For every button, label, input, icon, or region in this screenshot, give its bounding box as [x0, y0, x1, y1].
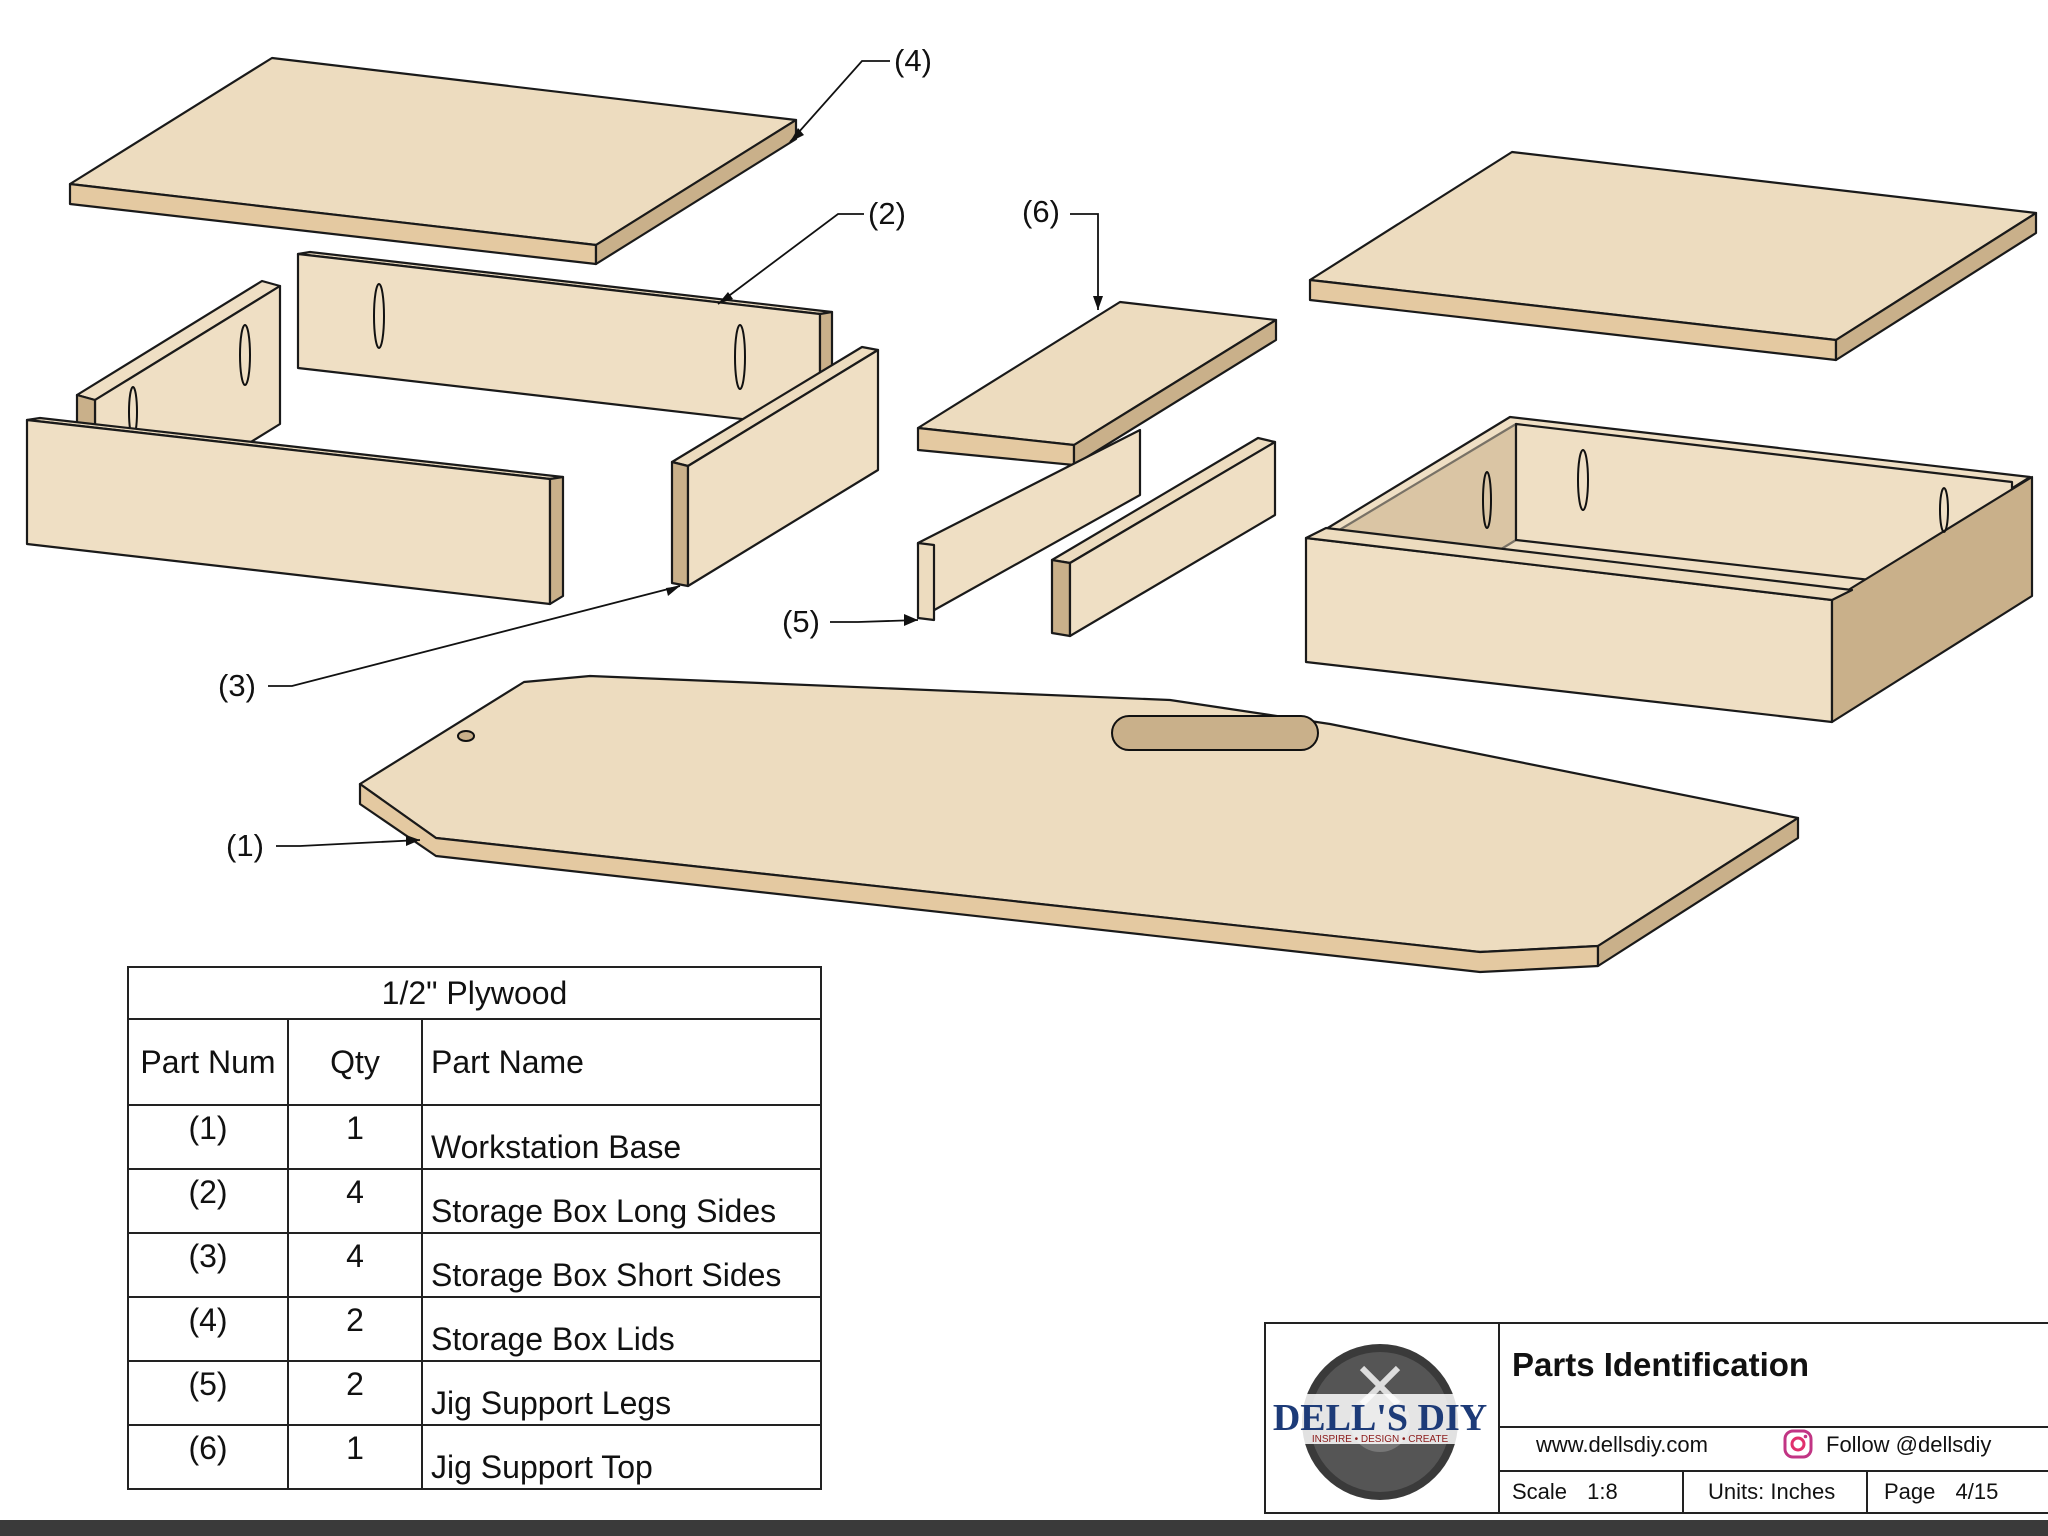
part-2-long-side-front-left — [25, 416, 565, 606]
part-2-long-side — [296, 250, 834, 430]
title-block: DELL'S DIY INSPIRE • DESIGN • CREATE Par… — [1264, 1322, 2048, 1514]
page-label: Page — [1884, 1479, 1936, 1504]
part-name-cell: Workstation Base — [421, 1104, 822, 1170]
table-row: (4) 2 Storage Box Lids — [127, 1296, 822, 1362]
part-num-cell: (6) — [127, 1424, 289, 1490]
table-row: (1) 1 Workstation Base — [127, 1104, 822, 1170]
logo-tagline: INSPIRE • DESIGN • CREATE — [1312, 1434, 1449, 1445]
callout-5: (5) — [782, 604, 820, 639]
assembled-box-lid-right — [1308, 150, 2038, 362]
part-name-cell: Storage Box Lids — [421, 1296, 822, 1362]
website-link[interactable]: www.dellsdiy.com — [1536, 1432, 1708, 1457]
table-title: 1/2" Plywood — [127, 966, 822, 1020]
assembled-storage-box-right — [1304, 415, 2034, 724]
page-field: Page 4/15 — [1884, 1472, 1998, 1512]
qty-cell: 2 — [287, 1360, 423, 1426]
page-title: Parts Identification — [1512, 1346, 1810, 1383]
part-name-cell: Storage Box Long Sides — [421, 1168, 822, 1234]
table-row: (5) 2 Jig Support Legs — [127, 1360, 822, 1426]
part-1-workstation-base — [358, 674, 1800, 974]
divider — [1866, 1470, 1868, 1514]
dells-diy-logo: DELL'S DIY INSPIRE • DESIGN • CREATE — [1272, 1324, 1500, 1512]
header-qty: Qty — [287, 1018, 423, 1106]
parts-table: 1/2" Plywood Part Num Qty Part Name (1) … — [127, 966, 822, 1490]
follow-handle[interactable]: Follow @dellsdiy — [1826, 1432, 1992, 1457]
part-num-cell: (4) — [127, 1296, 289, 1362]
part-name-cell: Jig Support Legs — [421, 1360, 822, 1426]
table-row: (3) 4 Storage Box Short Sides — [127, 1232, 822, 1298]
header-part-name: Part Name — [421, 1018, 822, 1106]
part-num-cell: (1) — [127, 1104, 289, 1170]
divider — [1498, 1470, 2048, 1472]
callout-3: (3) — [218, 668, 256, 703]
callout-leaders — [268, 60, 1103, 847]
units-value: Inches — [1770, 1479, 1836, 1504]
header-part-num: Part Num — [127, 1018, 289, 1106]
part-num-cell: (3) — [127, 1232, 289, 1298]
part-3-short-side — [670, 345, 880, 588]
qty-cell: 1 — [287, 1424, 423, 1490]
callout-6: (6) — [1022, 194, 1060, 229]
callout-2: (2) — [868, 196, 906, 231]
qty-cell: 1 — [287, 1104, 423, 1170]
part-name-cell: Jig Support Top — [421, 1424, 822, 1490]
instagram-icon[interactable] — [1782, 1428, 1814, 1460]
bottom-bar — [0, 1520, 2048, 1536]
page-value: 4/15 — [1955, 1479, 1999, 1504]
scale-field: Scale 1:8 — [1512, 1472, 1618, 1512]
part-num-cell: (2) — [127, 1168, 289, 1234]
qty-cell: 4 — [287, 1232, 423, 1298]
divider — [1498, 1426, 2048, 1428]
part-6-jig-support-top — [916, 300, 1278, 467]
qty-cell: 2 — [287, 1296, 423, 1362]
logo-text: DELL'S DIY — [1273, 1397, 1487, 1439]
part-5-jig-support-leg-right — [1050, 436, 1277, 638]
scale-value: 1:8 — [1587, 1479, 1618, 1504]
part-5-jig-support-leg-left — [916, 428, 1142, 622]
divider — [1682, 1470, 1684, 1514]
callout-4: (4) — [894, 43, 932, 78]
units-field: Units: Inches — [1708, 1472, 1835, 1512]
table-row: (2) 4 Storage Box Long Sides — [127, 1168, 822, 1234]
callout-1: (1) — [226, 828, 264, 863]
table-row: (6) 1 Jig Support Top — [127, 1424, 822, 1490]
scale-label: Scale — [1512, 1479, 1568, 1504]
part-num-cell: (5) — [127, 1360, 289, 1426]
units-label: Units: — [1708, 1479, 1765, 1504]
part-name-cell: Storage Box Short Sides — [421, 1232, 822, 1298]
qty-cell: 4 — [287, 1168, 423, 1234]
part-4-lid-left — [68, 56, 798, 266]
